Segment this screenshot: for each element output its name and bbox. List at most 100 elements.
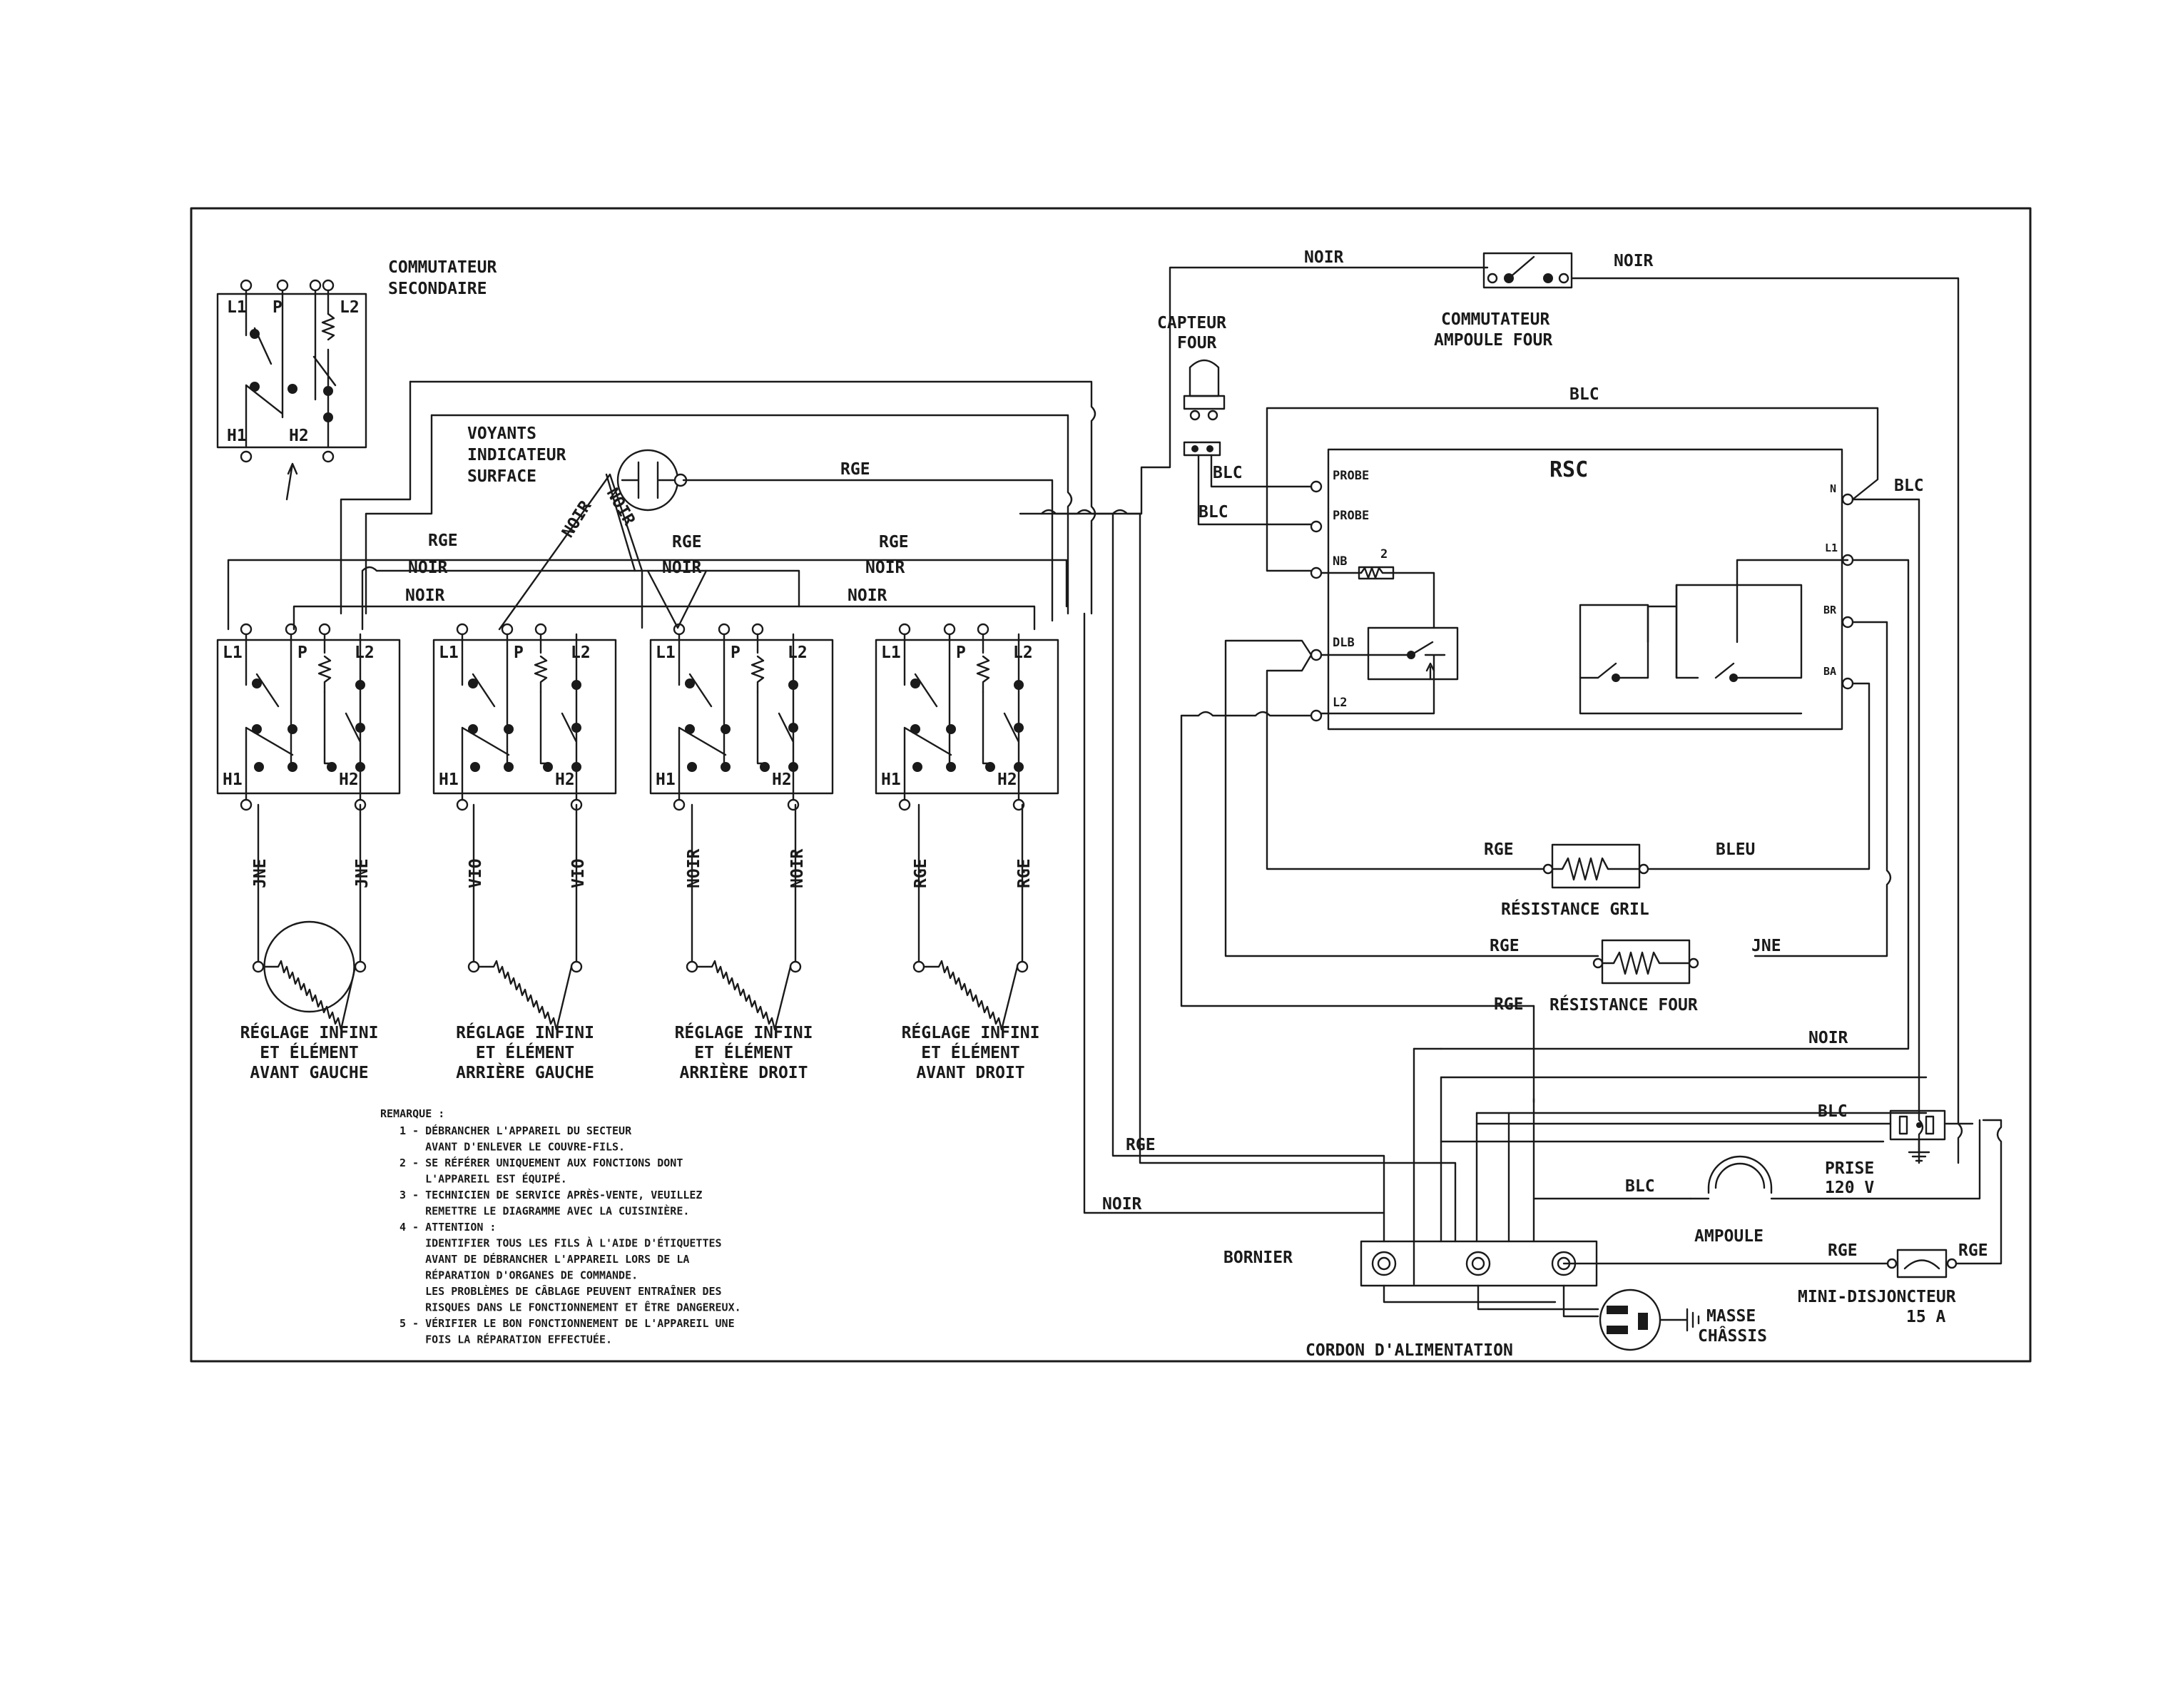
remarque-notes: REMARQUE : 1 - DÉBRANCHER L'APPAREIL DU … (380, 1107, 741, 1346)
wire-blc-prise: BLC (1818, 1102, 1848, 1121)
switch-p: P (514, 644, 524, 662)
remarque-line: 1 - DÉBRANCHER L'APPAREIL DU SECTEUR (400, 1124, 632, 1137)
switch-h1: H1 (656, 771, 676, 789)
wire-rge-four: RGE (1490, 937, 1520, 955)
wire-rge-2: RGE (672, 533, 702, 551)
element-label-line: ET ÉLÉMENT (921, 1042, 1019, 1062)
rsc-l1: L1 (1825, 542, 1838, 554)
cordon-label: CORDON D'ALIMENTATION (1306, 1341, 1513, 1360)
masse-line-2: CHÂSSIS (1698, 1326, 1767, 1346)
element-wire-left: VIO (467, 858, 485, 888)
switch-l1: L1 (439, 644, 459, 662)
rsc-n: N (1830, 482, 1836, 495)
wire-rge-1: RGE (428, 532, 458, 550)
wire-noir-oven-2: NOIR (1614, 252, 1654, 270)
switch-h1: H1 (223, 771, 243, 789)
switch-box (216, 639, 401, 795)
switch-l1: L1 (881, 644, 901, 662)
element-wire-right: VIO (569, 858, 588, 888)
switch-h1: H1 (227, 427, 247, 445)
prise-120v: BLC PRISE 120 V (1475, 1102, 1974, 1197)
switch-box (432, 639, 617, 795)
wire-blc-probe-1: BLC (1213, 464, 1243, 482)
remarque-line: AVANT DE DÉBRANCHER L'APPAREIL LORS DE L… (400, 1252, 689, 1266)
switch-p: P (956, 644, 966, 662)
element-label-line: ET ÉLÉMENT (260, 1042, 358, 1062)
switch-p: P (731, 644, 741, 662)
diagram-frame (190, 207, 2032, 1363)
remarque-title: REMARQUE : (380, 1107, 444, 1120)
element-wire-right: JNE (353, 858, 372, 888)
element-label-line: ET ÉLÉMENT (476, 1042, 574, 1062)
resistance-gril: RGE BLEU RÉSISTANCE GRIL (1484, 840, 1755, 919)
remarque-line: L'APPAREIL EST ÉQUIPÉ. (400, 1172, 567, 1186)
rsc-l2: L2 (1333, 696, 1347, 710)
resistance-four-label: RÉSISTANCE FOUR (1549, 995, 1698, 1015)
wire-blc-top: BLC (1569, 385, 1599, 404)
switch-l1: L1 (223, 644, 243, 662)
element-label-line: RÉGLAGE INFINI (240, 1022, 379, 1042)
wire-rge-gril: RGE (1484, 840, 1514, 859)
prise-line-1: PRISE (1825, 1159, 1874, 1178)
switch-l2: L2 (571, 644, 591, 662)
commutateur-secondaire: L1 P L2 H1 H2 COMMUTATEUR SECONDAIRE (216, 258, 497, 501)
wire-bleu-gril: BLEU (1716, 840, 1755, 859)
wire-noir-1: NOIR (408, 559, 448, 577)
rsc-title: RSC (1549, 457, 1588, 482)
heating-element (262, 960, 357, 1031)
remarque-line: RÉPARATION D'ORGANES DE COMMANDE. (400, 1269, 638, 1282)
capteur-four: CAPTEUR FOUR (1157, 314, 1226, 457)
switch-box (649, 639, 834, 795)
voyants-line-1: VOYANTS (467, 425, 536, 443)
disjoncteur-line-2: 15 A (1906, 1308, 1946, 1326)
remarque-line: 3 - TECHNICIEN DE SERVICE APRÈS-VENTE, V… (400, 1188, 702, 1201)
remarque-line: 4 - ATTENTION : (400, 1221, 496, 1234)
switch-p: P (297, 644, 307, 662)
remarque-line: REMETTRE LE DIAGRAMME AVEC LA CUISINIÈRE… (400, 1204, 689, 1218)
remarque-line: IDENTIFIER TOUS LES FILS À L'AIDE D'ÉTIQ… (400, 1236, 722, 1250)
wire-jne-four: JNE (1751, 937, 1781, 955)
heating-element (922, 960, 1019, 1031)
wire-noir-left: NOIR (1102, 1195, 1142, 1214)
capteur-line-2: FOUR (1177, 334, 1217, 352)
rsc-nb-note: 2 (1380, 547, 1388, 561)
comm-ampoule-line-1: COMMUTATEUR (1441, 310, 1549, 329)
remarque-line: FOIS LA RÉPARATION EFFECTUÉE. (400, 1333, 612, 1346)
switch-l2: L2 (340, 298, 360, 317)
rsc-box (1327, 448, 1843, 731)
element-wire-left: JNE (251, 858, 270, 888)
rsc-probe-2: PROBE (1333, 509, 1369, 523)
element-label-line: ARRIÈRE DROIT (679, 1062, 808, 1082)
wire-rge-top: RGE (840, 460, 870, 479)
surface-wiring: RGE NOIR NOIR RGE RGE NOIR RGE NOIR NOIR… (227, 266, 1489, 631)
capteur-line-1: CAPTEUR (1157, 314, 1226, 332)
element-label-line: ARRIÈRE GAUCHE (456, 1062, 594, 1082)
wire-blc-n: BLC (1894, 477, 1924, 495)
switch-h1: H1 (881, 771, 901, 789)
switch-h2: H2 (339, 771, 359, 789)
remarque-line: LES PROBLÈMES DE CÂBLAGE PEUVENT ENTRAÎN… (400, 1284, 722, 1298)
switch-box (875, 639, 1059, 795)
switch-h2: H2 (997, 771, 1017, 789)
oven-section: CAPTEUR FOUR NOIR NOIR COMMUTATEUR AMPOU… (1157, 248, 1963, 1164)
rsc-probe-1: PROBE (1333, 469, 1369, 483)
rsc-ba: BA (1823, 665, 1836, 678)
heating-element (696, 960, 792, 1031)
switch-l2: L2 (788, 644, 808, 662)
wire-noir-oven-1: NOIR (1304, 248, 1344, 267)
element-wire-right: RGE (1015, 858, 1034, 888)
commutateur-secondaire-title: COMMUTATEUR (388, 258, 497, 277)
wire-rge-four-2: RGE (1494, 995, 1524, 1014)
wire-noir-lower: NOIR (1808, 1029, 1848, 1047)
switch-h1: H1 (439, 771, 459, 789)
switch-h2: H2 (772, 771, 792, 789)
wire-rge-disj-2: RGE (1958, 1241, 1988, 1260)
wire-noir-diag-1: NOIR (559, 497, 595, 541)
